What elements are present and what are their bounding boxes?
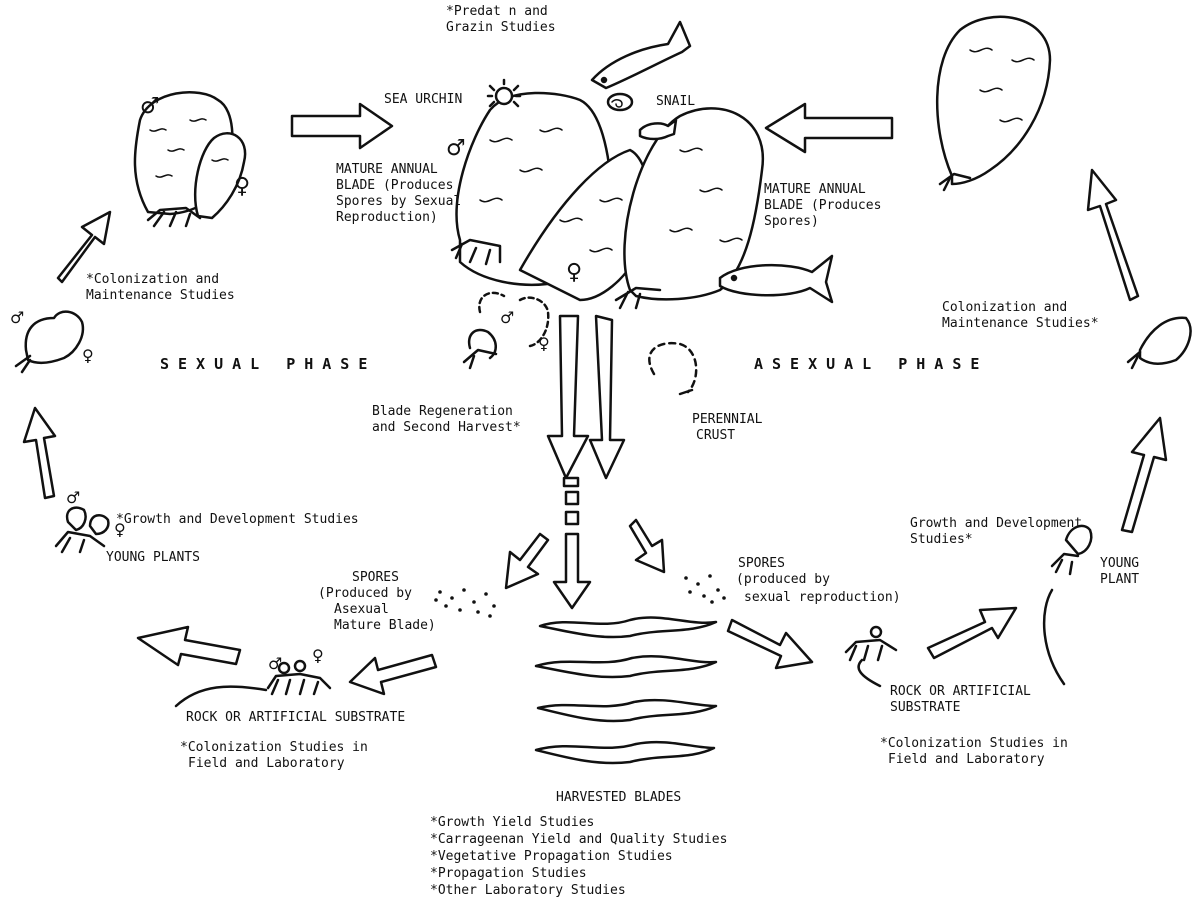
arrow-icon [859, 660, 880, 686]
blade-icon [1128, 318, 1191, 368]
arrow-icon [24, 408, 55, 498]
arrow-icon [1088, 170, 1138, 300]
right-spores-line1: SPORES [738, 556, 785, 572]
harvest-study-item: *Growth Yield Studies [430, 814, 727, 831]
right-colonization-field-line2: Field and Laboratory [888, 752, 1045, 768]
right-substrate-line2: SUBSTRATE [890, 700, 960, 716]
regeneration-line2: and Second Harvest* [372, 420, 521, 436]
mature-sexual-line3: Spores by Sexual [336, 194, 461, 210]
harvest-study-item: *Vegetative Propagation Studies [430, 848, 727, 865]
male-symbol: ♂ [66, 490, 80, 506]
rock-icon [846, 627, 896, 660]
harvest-study-item: *Other Laboratory Studies [430, 882, 727, 899]
mature-asexual-line3: Spores) [764, 214, 819, 230]
right-growth-line1: Growth and Development [910, 516, 1082, 532]
snail-icon [608, 94, 632, 110]
young-plant-line1: YOUNG [1100, 556, 1139, 572]
arrow-icon [506, 534, 548, 588]
left-colonization-line2: Maintenance Studies [86, 288, 235, 304]
predation-label-line2: Grazin Studies [446, 20, 556, 36]
mature-asexual-line2: BLADE (Produces [764, 198, 881, 214]
harvested-blades-title: HARVESTED BLADES [556, 790, 681, 806]
sea-urchin-label: SEA URCHIN [384, 92, 462, 108]
sea-urchin-icon [488, 80, 520, 106]
spores-icon [684, 574, 726, 604]
left-spores-line1: SPORES [352, 570, 399, 586]
male-symbol: ♂ [500, 310, 514, 326]
female-symbol: ♀ [234, 176, 250, 198]
harvest-study-item: *Carrageenan Yield and Quality Studies [430, 831, 727, 848]
arrow-icon [548, 316, 624, 486]
right-colonization-line2: Maintenance Studies* [942, 316, 1099, 332]
sexual-phase-label: SEXUAL PHASE [160, 356, 376, 372]
arrow-icon [554, 492, 590, 608]
mature-sexual-line4: Reproduction) [336, 210, 438, 226]
male-symbol: ♂ [446, 138, 466, 160]
right-colonization-field-line1: *Colonization Studies in [880, 736, 1068, 752]
perennial-crust-line1: PERENNIAL [692, 412, 762, 428]
fish-icon [640, 120, 676, 139]
left-substrate-label: ROCK OR ARTIFICIAL SUBSTRATE [186, 710, 405, 726]
arrow-icon [138, 627, 240, 665]
blade-icon [452, 93, 649, 300]
arrow-icon [1044, 590, 1064, 684]
right-growth-line2: Studies* [910, 532, 973, 548]
harvest-study-item: *Propagation Studies [430, 865, 727, 882]
blade-icon [1052, 526, 1091, 574]
perennial-crust-line2: CRUST [696, 428, 735, 444]
right-colonization-line1: Colonization and [942, 300, 1067, 316]
female-symbol: ♀ [566, 262, 582, 284]
mature-sexual-line1: MATURE ANNUAL [336, 162, 438, 178]
left-spores-line2: (Produced by [318, 586, 412, 602]
arrow-icon [630, 520, 664, 572]
blade-icon [937, 17, 1050, 190]
spores-icon [434, 588, 496, 618]
blade-icon [536, 617, 716, 763]
right-spores-line3: sexual reproduction) [744, 590, 901, 606]
female-symbol: ♀ [82, 348, 94, 364]
left-colonization-field-line2: Field and Laboratory [188, 756, 345, 772]
asexual-phase-label: ASEXUAL PHASE [754, 356, 988, 372]
predation-label-line1: *Predat n and [446, 4, 548, 20]
arrow-icon [728, 620, 812, 668]
right-spores-line2: (produced by [736, 572, 830, 588]
arrow-icon [350, 655, 436, 694]
female-symbol: ♀ [312, 648, 324, 664]
arrow-icon [292, 104, 392, 148]
harvest-studies-list: *Growth Yield Studies *Carrageenan Yield… [430, 814, 727, 899]
female-symbol: ♀ [114, 522, 126, 538]
fish-icon [592, 22, 690, 88]
left-growth-label: *Growth and Development Studies [116, 512, 359, 528]
arrow-icon [766, 104, 892, 152]
male-symbol: ♂ [140, 96, 160, 118]
arrow-icon [649, 343, 696, 392]
regeneration-line1: Blade Regeneration [372, 404, 513, 420]
young-plant-line2: PLANT [1100, 572, 1139, 588]
arrow-icon [928, 608, 1016, 658]
blade-icon [464, 293, 548, 368]
right-substrate-line1: ROCK OR ARTIFICIAL [890, 684, 1031, 700]
left-colonization-line1: *Colonization and [86, 272, 219, 288]
left-spores-line4: Mature Blade) [334, 618, 436, 634]
mature-sexual-line2: BLADE (Produces [336, 178, 453, 194]
male-symbol: ♂ [268, 656, 282, 672]
blade-icon [16, 312, 83, 372]
young-plants-label: YOUNG PLANTS [106, 550, 200, 566]
snail-label: SNAIL [656, 94, 695, 110]
male-symbol: ♂ [10, 310, 24, 326]
mature-asexual-line1: MATURE ANNUAL [764, 182, 866, 198]
left-colonization-field-line1: *Colonization Studies in [180, 740, 368, 756]
arrow-icon [1122, 418, 1166, 532]
female-symbol: ♀ [538, 336, 550, 352]
blade-icon [56, 508, 108, 552]
arrow-icon [176, 687, 266, 706]
left-spores-line3: Asexual [334, 602, 389, 618]
